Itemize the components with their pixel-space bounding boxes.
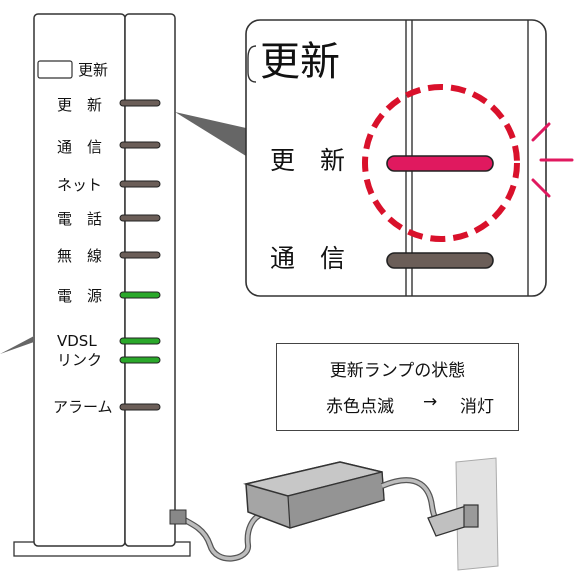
device-update-small-label: 更新 — [78, 61, 109, 79]
update-button-box — [37, 60, 73, 79]
device-front-panel — [33, 13, 126, 547]
zoom-led-comm — [386, 252, 494, 269]
legend-row: 赤色点滅 → 消灯 — [285, 392, 513, 417]
left-callout — [0, 336, 34, 354]
legend-title: 更新ランプの状態 — [329, 361, 466, 381]
legend-blink-text: 赤色点滅 — [326, 397, 394, 417]
device-indicator-label: 電 源 — [57, 287, 103, 305]
zoom-callout — [175, 112, 246, 156]
device-indicator-label: 電 話 — [57, 210, 103, 228]
led-alarm — [119, 403, 161, 411]
zoom-update-label: 更 新 — [270, 146, 346, 175]
legend-off-text: 消灯 — [460, 397, 494, 417]
device-link-label: リンク — [57, 351, 103, 369]
blink-rays-icon — [531, 122, 574, 198]
zoom-update-button-edge — [247, 45, 257, 83]
zoom-comm-label: 通 信 — [270, 244, 346, 273]
led-wireless — [119, 251, 161, 259]
device-indicator-label: 通 信 — [57, 138, 103, 156]
led-update — [119, 99, 161, 107]
zoom-update-title: 更新 — [260, 39, 340, 85]
device-indicator-label: 無 線 — [57, 247, 103, 265]
highlight-circle — [362, 84, 520, 242]
zoom-led-update — [386, 155, 494, 172]
device-indicator-label: ネット — [57, 176, 103, 194]
power-adapter-illustration — [169, 457, 499, 571]
led-link — [119, 356, 161, 364]
led-vdsl — [119, 337, 161, 345]
device-vdsl-label: VDSL — [57, 332, 97, 350]
led-comm — [119, 141, 161, 149]
legend-arrow: → — [423, 392, 438, 412]
device-led-group — [119, 99, 161, 411]
led-power — [119, 291, 161, 299]
device-side-panel — [124, 13, 176, 547]
led-net — [119, 180, 161, 188]
led-phone — [119, 214, 161, 222]
device-alarm-label: アラーム — [53, 398, 113, 416]
device-indicator-label: 更 新 — [57, 96, 103, 114]
lamp-status-legend: 更新ランプの状態 赤色点滅 → 消灯 — [276, 343, 519, 431]
